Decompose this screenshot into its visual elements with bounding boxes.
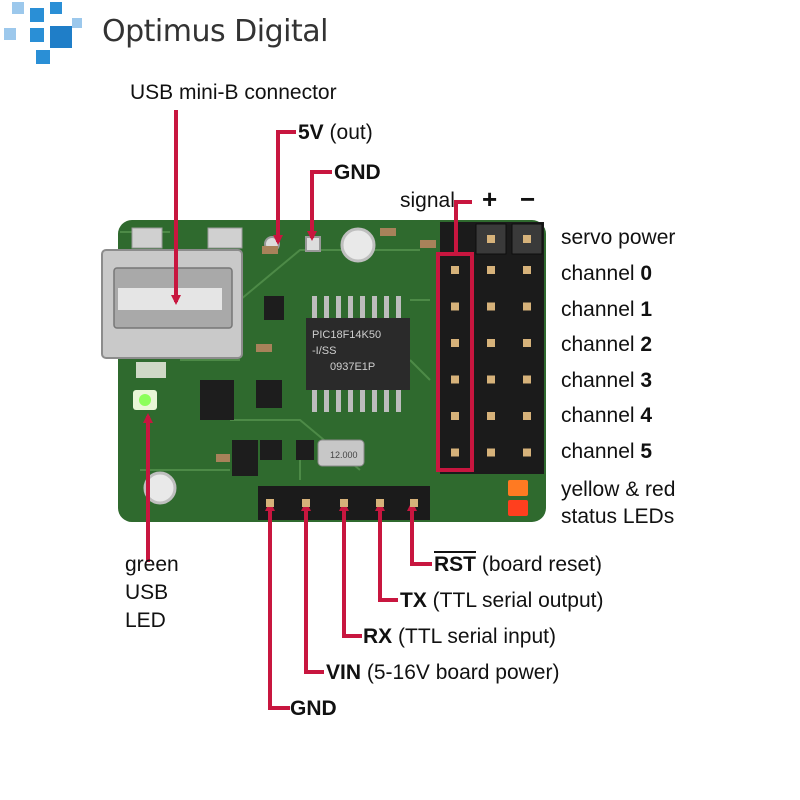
ground-pin: [523, 448, 531, 457]
signal-pin: [451, 302, 459, 311]
gnd-top-label: GND: [334, 162, 381, 183]
channel-number: 5: [640, 439, 653, 463]
power-pin: [487, 448, 495, 457]
channel-label-4: channel 4: [561, 405, 652, 426]
gnd-top-bold: GND: [334, 161, 381, 184]
ground-pin: [523, 412, 531, 420]
serial-pin: [376, 499, 384, 507]
channel-label-0: channel 0: [561, 263, 652, 284]
yellow-led: [508, 480, 528, 496]
serial-pin: [410, 499, 418, 507]
servo-power-pin: [487, 235, 495, 243]
power-pin: [487, 339, 495, 347]
signal-line: [454, 200, 472, 256]
header-pins: [266, 235, 531, 507]
tx-label: TX (TTL serial output): [400, 590, 603, 611]
channel-word: channel: [561, 333, 641, 356]
logo-icon: [4, 2, 82, 64]
ground-pin: [523, 375, 531, 384]
ground-pin: [523, 266, 531, 274]
rst-arrow: [407, 501, 432, 566]
channel-number: 4: [640, 404, 653, 427]
minus-sign: −: [520, 184, 536, 214]
gnd-bottom-arrow: [265, 501, 290, 710]
servo-power-pin: [523, 235, 531, 243]
ground-pin: [523, 339, 531, 347]
five-v-label: 5V (out): [298, 122, 373, 143]
rst-rest: (board reset): [476, 553, 603, 576]
signal-pin: [451, 339, 459, 347]
green-led-label-line1: green: [125, 553, 179, 576]
vin-label: VIN (5-16V board power): [326, 662, 559, 683]
channel-number: 3: [640, 368, 653, 392]
channel-label-1: channel 1: [561, 299, 652, 320]
tx-bold: TX: [400, 589, 427, 612]
status-leds-line1: yellow & red: [561, 478, 676, 501]
usb-connector-label: USB mini-B connector: [130, 81, 337, 104]
five-v-arrow: [273, 130, 296, 245]
channel-label-3: channel 3: [561, 370, 652, 391]
channel-word: channel: [561, 368, 641, 392]
signal-pin: [451, 448, 459, 457]
gnd-top-arrow: [307, 170, 332, 241]
channel-label-5: channel 5: [561, 441, 652, 462]
servo-header: [440, 222, 544, 474]
rx-rest: (TTL serial input): [392, 625, 556, 648]
status-leds-line2: status LEDs: [561, 505, 675, 528]
minus-label: −: [520, 186, 535, 212]
ground-pin: [523, 302, 531, 311]
rst-label: RST (board reset): [434, 554, 602, 575]
vin-arrow: [301, 501, 324, 674]
crystal: [317, 439, 365, 467]
plus-sign: +: [482, 184, 498, 214]
power-pin: [487, 412, 495, 420]
signal-pin: [451, 375, 459, 384]
channel-label-2: channel 2: [561, 334, 652, 355]
serial-pin: [266, 499, 274, 507]
microcontroller-chip: PIC18F14K50 -I/SS 0937E1P: [306, 296, 410, 412]
channel-word: channel: [561, 404, 641, 427]
signal-pin: [451, 412, 459, 420]
channel-word: channel: [561, 262, 641, 285]
mounting-hole: [340, 227, 376, 263]
power-pin: [487, 375, 495, 384]
vin-bold: VIN: [326, 661, 362, 684]
power-pin: [487, 302, 495, 311]
channel-word: channel: [561, 297, 641, 321]
green-led-label-line3: LED: [125, 609, 166, 632]
gnd-bottom-bold: GND: [290, 697, 337, 720]
serial-pin: [302, 499, 310, 507]
tx-arrow: [375, 501, 398, 602]
power-pin: [487, 266, 495, 274]
svg-text:PIC18F14K50: PIC18F14K50: [312, 329, 381, 341]
green-led-label-line2: USB: [125, 581, 169, 604]
svg-text:12.000: 12.000: [330, 450, 358, 460]
tx-rest: (TTL serial output): [426, 589, 604, 612]
signal-label: signal: [400, 189, 455, 212]
serial-pin: [340, 499, 348, 507]
rx-label: RX (TTL serial input): [363, 626, 556, 647]
brand-name: Optimus Digital: [102, 14, 328, 49]
five-v-rest: (out): [323, 121, 373, 144]
plus-label: +: [482, 186, 497, 212]
red-led: [508, 500, 528, 516]
five-v-bold: 5V: [298, 121, 324, 144]
channel-number: 0: [640, 262, 653, 285]
rx-arrow: [339, 501, 362, 638]
channel-number: 1: [640, 297, 653, 321]
signal-pin: [451, 266, 459, 274]
svg-text:0937E1P: 0937E1P: [330, 361, 375, 373]
channel-word: channel: [561, 439, 641, 463]
svg-text:-I/SS: -I/SS: [312, 345, 336, 357]
vin-rest: (5-16V board power): [361, 661, 560, 684]
servo-power-label: servo power: [561, 226, 676, 249]
rst-bold: RST: [434, 553, 476, 576]
gnd-bottom-label: GND: [290, 698, 337, 719]
rx-bold: RX: [363, 625, 393, 648]
mounting-hole: [143, 471, 177, 505]
channel-number: 2: [640, 333, 653, 356]
